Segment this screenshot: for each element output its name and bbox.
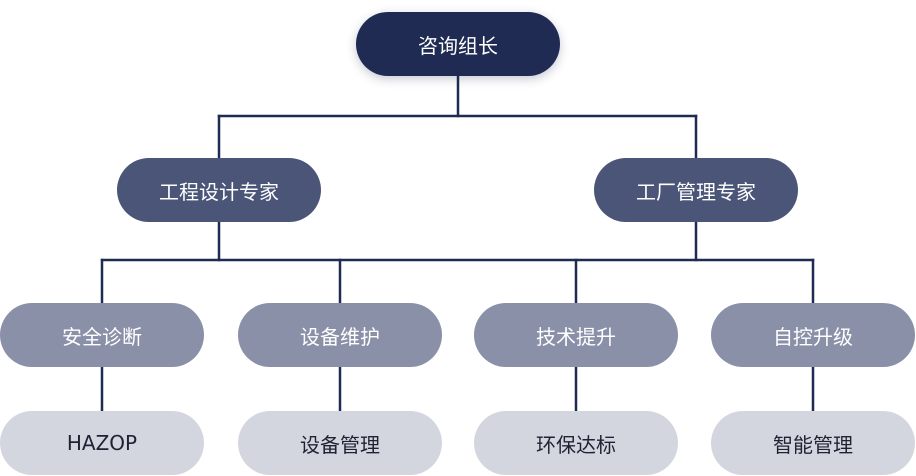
node-smart-management: 智能管理 bbox=[711, 411, 915, 475]
node-label: 设备维护 bbox=[300, 321, 380, 350]
node-label: 智能管理 bbox=[773, 429, 853, 458]
node-consulting-leader: 咨询组长 bbox=[356, 12, 560, 76]
node-plant-management-expert: 工厂管理专家 bbox=[594, 158, 798, 222]
node-label: 咨询组长 bbox=[418, 30, 498, 59]
node-automation-upgrade: 自控升级 bbox=[711, 303, 915, 367]
node-label: 技术提升 bbox=[536, 321, 616, 350]
node-label: 工程设计专家 bbox=[159, 176, 279, 205]
node-safety-diagnosis: 安全诊断 bbox=[0, 303, 204, 367]
node-engineering-design-expert: 工程设计专家 bbox=[117, 158, 321, 222]
node-technology-improvement: 技术提升 bbox=[474, 303, 678, 367]
node-equipment-maintenance: 设备维护 bbox=[238, 303, 442, 367]
node-label: 设备管理 bbox=[300, 429, 380, 458]
node-label: HAZOP bbox=[67, 431, 137, 455]
node-label: 自控升级 bbox=[773, 321, 853, 350]
node-label: 安全诊断 bbox=[62, 321, 142, 350]
node-environmental-compliance: 环保达标 bbox=[474, 411, 678, 475]
node-hazop: HAZOP bbox=[0, 411, 204, 475]
node-label: 环保达标 bbox=[536, 429, 616, 458]
node-label: 工厂管理专家 bbox=[636, 176, 756, 205]
node-equipment-management: 设备管理 bbox=[238, 411, 442, 475]
